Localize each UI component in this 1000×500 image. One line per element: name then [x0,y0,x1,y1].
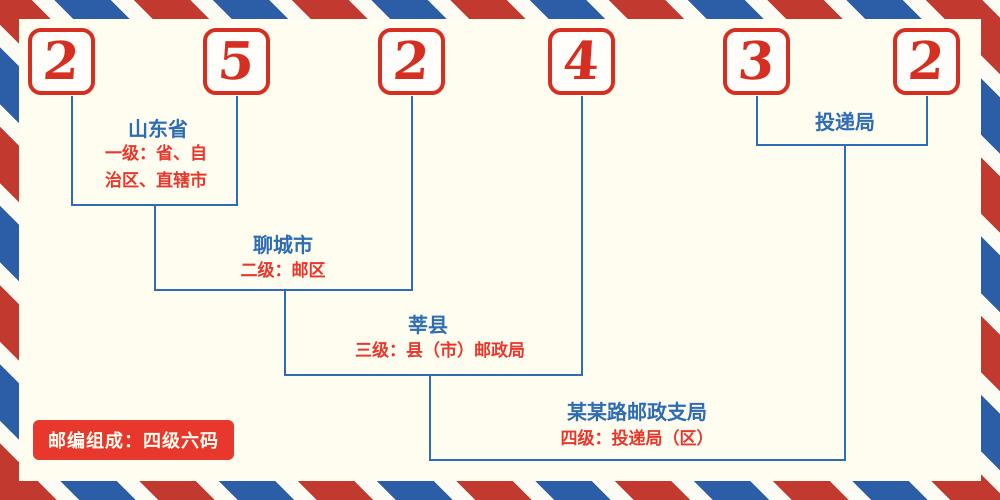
connector-line [844,144,846,460]
content-panel [19,19,981,481]
digit-box-3: 2 [378,28,445,95]
level4-desc: 四级：投递局（区） [560,429,714,449]
level1-desc: 一级：省、自 治区、直辖市 [105,141,207,195]
digit-1: 2 [41,30,82,92]
connector-line [236,96,238,206]
level2-name: 聊城市 [253,233,313,257]
digit-box-1: 2 [28,28,95,95]
delivery-name: 投递局 [815,110,875,134]
connector-line [154,204,156,291]
digit-box-4: 4 [548,28,615,95]
connector-line [926,96,928,146]
footer-badge: 邮编组成：四级六码 [33,420,234,460]
connector-line [429,459,846,461]
digit-box-2: 5 [203,28,270,95]
level4-name: 某某路邮政支局 [567,400,707,424]
digit-box-6: 2 [893,28,960,95]
connector-line [284,374,583,376]
connector-line [284,289,286,376]
connector-line [154,289,413,291]
connector-line [429,374,431,461]
connector-line [756,144,928,146]
digit-4: 4 [561,30,602,92]
digit-6: 2 [906,30,947,92]
connector-line [756,96,758,146]
digit-3: 2 [391,30,432,92]
digit-2: 5 [216,30,257,92]
level3-name: 莘县 [408,313,448,337]
connector-line [71,96,73,206]
level1-desc-line2: 治区、直辖市 [105,171,207,191]
level1-name: 山东省 [128,117,188,141]
level3-desc: 三级：县（市）邮政局 [355,341,525,361]
connector-line [581,96,583,376]
level2-desc: 二级：邮区 [240,261,326,281]
connector-line [411,96,413,291]
level1-desc-line1: 一级：省、自 [105,144,207,164]
digit-box-5: 3 [723,28,790,95]
digit-5: 3 [736,30,777,92]
